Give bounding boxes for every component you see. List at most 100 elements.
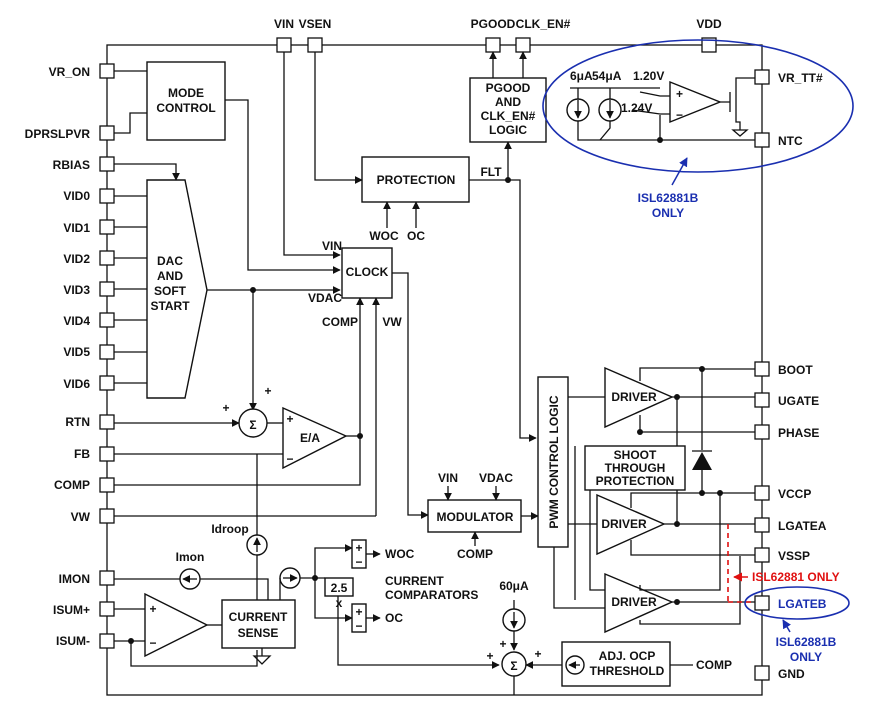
svg-text:VID1: VID1 [63, 221, 90, 235]
modulator-block: MODULATOR [427, 499, 522, 533]
svg-text:START: START [150, 299, 190, 313]
svg-text:RBIAS: RBIAS [53, 158, 90, 172]
svg-text:ADJ. OCP: ADJ. OCP [599, 649, 656, 663]
annotation-isl62881b-only-1: ISL62881B [638, 191, 699, 205]
label-current-comparators-2: COMPARATORS [385, 588, 478, 602]
svg-text:CLK_EN#: CLK_EN# [516, 17, 571, 31]
svg-text:VDD: VDD [696, 17, 722, 31]
svg-text:PROTECTION: PROTECTION [596, 474, 675, 488]
pin-imon: IMON [59, 570, 115, 586]
svg-text:AND: AND [495, 95, 521, 109]
current-sense-block: CURRENT SENSE [221, 599, 296, 649]
pin-vid4: VID4 [63, 312, 115, 328]
label-woc-protection: WOC [369, 229, 399, 243]
svg-text:LGATEB: LGATEB [778, 597, 827, 611]
driver-lgateb: DRIVER [604, 572, 674, 634]
svg-text:−: − [355, 555, 362, 569]
svg-text:DAC: DAC [157, 254, 183, 268]
label-mod-comp: COMP [457, 547, 493, 561]
pin-vccp: VCCP [754, 485, 811, 501]
svg-text:DRIVER: DRIVER [611, 595, 657, 609]
svg-text:+: + [355, 541, 362, 555]
pin-lgatea: LGATEA [754, 517, 827, 533]
svg-text:54μA: 54μA [592, 69, 622, 83]
pin-vin: VIN [274, 17, 294, 53]
annotation-isl62881b-only-2: ONLY [652, 206, 684, 220]
svg-text:VSSP: VSSP [778, 549, 810, 563]
annotation-isl62881b-only-3: ISL62881B [776, 635, 837, 649]
svg-text:1.24V: 1.24V [621, 101, 652, 115]
svg-text:PGOOD: PGOOD [486, 81, 531, 95]
pin-clk-en: CLK_EN# [515, 17, 571, 53]
svg-text:+: + [149, 602, 156, 616]
svg-text:+: + [676, 87, 683, 101]
sigma-junction: Σ + + [222, 384, 272, 438]
pin-isum-minus: ISUM- [56, 633, 115, 649]
pin-isum-plus: ISUM+ [53, 601, 115, 617]
label-current-comparators-1: CURRENT [385, 574, 444, 588]
pin-vr-tt: VR_TT# [754, 69, 823, 85]
clock-block: CLOCK [341, 247, 393, 299]
pin-ntc: NTC [754, 132, 803, 148]
pin-lgateb: LGATEB [754, 595, 827, 611]
idroop-source [246, 534, 268, 556]
driver-upper: DRIVER [604, 366, 674, 429]
isum-amplifier: + − [144, 592, 209, 658]
shoot-through-block: SHOOT THROUGH PROTECTION [584, 445, 686, 491]
pin-gnd: GND [754, 665, 805, 681]
pin-comp: COMP [54, 477, 115, 493]
label-clock-vw: VW [382, 315, 402, 329]
svg-text:VID3: VID3 [63, 283, 90, 297]
pin-fb: FB [74, 446, 115, 462]
pin-ugate: UGATE [754, 392, 819, 408]
boot-diode [692, 450, 712, 470]
pin-vid5: VID5 [63, 344, 115, 360]
pin-rbias: RBIAS [53, 156, 115, 172]
svg-text:SHOOT: SHOOT [614, 448, 657, 462]
label-clock-vdac: VDAC [308, 291, 342, 305]
svg-text:ISUM+: ISUM+ [53, 603, 90, 617]
label-adj-comp: COMP [696, 658, 732, 672]
svg-text:+: + [534, 647, 541, 661]
top-pins: VIN VSEN PGOOD CLK_EN# VDD [274, 17, 722, 53]
pin-vid6: VID6 [63, 375, 115, 391]
svg-text:CLOCK: CLOCK [346, 265, 389, 279]
ocp-current-source [502, 608, 526, 632]
pin-vid2: VID2 [63, 250, 115, 266]
gain-block: 2.5 x [324, 577, 354, 610]
left-pins: VR_ON DPRSLPVR RBIAS VID0 VID1 VID2 VID3… [25, 63, 115, 649]
svg-text:LOGIC: LOGIC [489, 123, 527, 137]
isense-source [279, 567, 301, 589]
svg-text:+: + [499, 637, 506, 651]
svg-text:SOFT: SOFT [154, 284, 187, 298]
svg-text:1.20V: 1.20V [633, 69, 664, 83]
svg-text:+: + [286, 412, 293, 426]
svg-text:−: − [355, 619, 362, 633]
svg-text:Σ: Σ [249, 418, 256, 432]
svg-text:Σ: Σ [510, 659, 517, 673]
svg-text:E/A: E/A [300, 431, 320, 445]
svg-text:DRIVER: DRIVER [611, 390, 657, 404]
svg-text:x: x [336, 596, 343, 610]
svg-text:MODE: MODE [168, 86, 204, 100]
ocp-sigma-junction: Σ + + + [486, 637, 542, 677]
svg-text:−: − [286, 452, 293, 466]
dac-block: DAC AND SOFT START [146, 179, 208, 399]
svg-text:UGATE: UGATE [778, 394, 819, 408]
label-woc-comparator: WOC [385, 547, 415, 561]
label-60ua: 60μA [499, 579, 529, 593]
svg-text:+: + [264, 384, 271, 398]
svg-text:BOOT: BOOT [778, 363, 813, 377]
svg-text:VID4: VID4 [63, 314, 90, 328]
svg-text:RTN: RTN [65, 415, 90, 429]
label-oc-protection: OC [407, 229, 425, 243]
svg-text:THROUGH: THROUGH [605, 461, 666, 475]
oc-comparator: + − [351, 603, 367, 633]
svg-text:IMON: IMON [59, 572, 90, 586]
svg-text:VID2: VID2 [63, 252, 90, 266]
svg-text:FB: FB [74, 447, 90, 461]
svg-text:VSEN: VSEN [299, 17, 332, 31]
svg-text:+: + [222, 401, 229, 415]
mode-control-block: MODE CONTROL [146, 61, 226, 141]
